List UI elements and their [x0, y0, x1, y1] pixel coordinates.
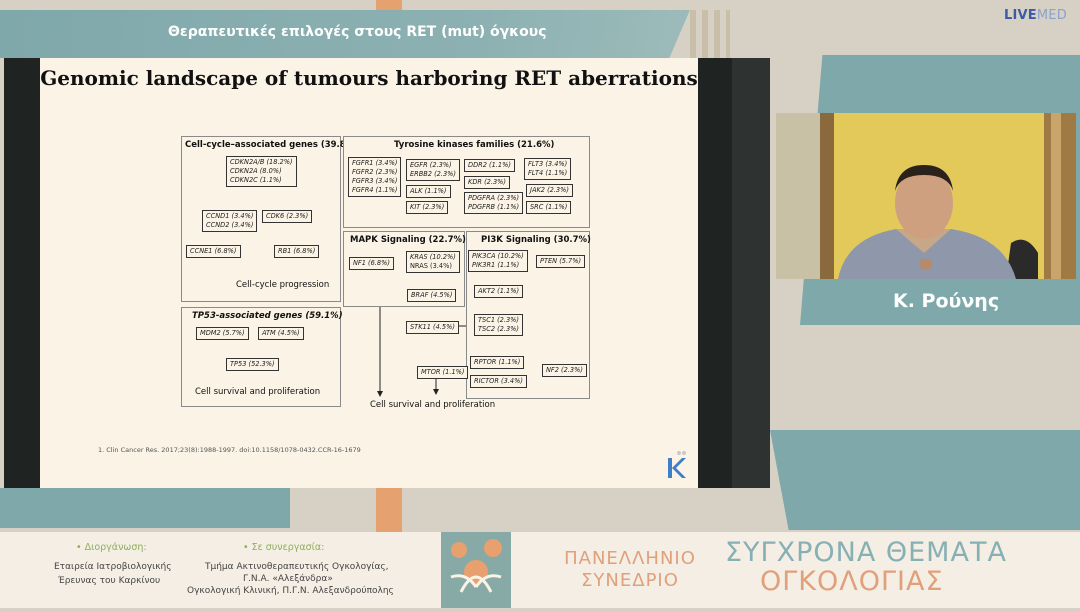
gene-fgfr1: FGFR1 (3.4%): [352, 159, 398, 167]
congress-label-left: ΠΑΝΕΛΛΗΝΙΟ ΣΥΝΕΔΡΙΟ: [560, 548, 700, 592]
collaboration-line-2: Γ.Ν.Α. «Αλεξάνδρα»: [243, 574, 333, 584]
congress-left-line-2: ΣΥΝΕΔΡΙΟ: [581, 570, 679, 591]
slide-title: Genomic landscape of tumours harboring R…: [40, 66, 698, 90]
livemed-logo: LIVEMED: [1004, 8, 1067, 23]
gene-nras: NRAS (3.4%): [410, 262, 452, 270]
cell-cycle-outcome: Cell-cycle progression: [236, 280, 330, 290]
gene-fgfr2: FGFR2 (2.3%): [352, 168, 398, 176]
speaker-name: Κ. Ρούνης: [893, 290, 1000, 312]
gene-nf1: NF1 (6.8%): [349, 257, 394, 270]
decorative-teal-block-bottom: [770, 430, 1080, 530]
collaboration-heading: • Σε συνεργασία:: [243, 542, 325, 553]
pik3-gene-box: PIK3CA (10.2%) PIK3R1 (1.1%): [468, 250, 528, 272]
logo-live: LIVE: [1004, 8, 1037, 23]
gene-flt4: FLT4 (1.1%): [528, 169, 568, 177]
gene-cdkn2ab: CDKN2A/B (18.2%): [230, 158, 293, 166]
gene-mdm2: MDM2 (5.7%): [196, 327, 249, 340]
gene-tp53: TP53 (52.3%): [226, 358, 279, 371]
gene-rictor: RICTOR (3.4%): [470, 375, 527, 388]
gene-kdr: KDR (2.3%): [464, 176, 510, 189]
k-logo-icon: [668, 451, 686, 478]
gene-akt2: AKT2 (1.1%): [474, 285, 524, 298]
gene-cdk6: CDK6 (2.3%): [262, 210, 313, 223]
header-band: [0, 10, 690, 58]
decorative-teal-band-bottom: [0, 488, 290, 528]
gene-ccnd1: CCND1 (3.4%): [206, 212, 254, 220]
tp53-title: TP53-associated genes (59.1%): [192, 311, 343, 321]
fgfr-gene-box: FGFR1 (3.4%) FGFR2 (2.3%) FGFR3 (3.4%) F…: [348, 157, 402, 197]
gene-atm: ATM (4.5%): [258, 327, 304, 340]
slide-border-left: [4, 58, 40, 488]
ras-gene-box: KRAS (10.2%) NRAS (3.4%): [406, 251, 460, 273]
gene-rptor: RPTOR (1.1%): [470, 356, 525, 369]
cell-cycle-title: Cell-cycle–associated genes (39.8%): [185, 140, 359, 150]
gene-stk11: STK11 (4.5%): [406, 321, 459, 334]
gene-fgfr4: FGFR4 (1.1%): [352, 186, 398, 194]
organizer-line-2: Έρευνας του Καρκίνου: [58, 576, 161, 586]
gene-braf: BRAF (4.5%): [407, 289, 457, 302]
gene-kras: KRAS (10.2%): [410, 253, 456, 261]
egfr-gene-box: EGFR (2.3%) ERBB2 (2.3%): [406, 159, 460, 181]
tp53-section: [181, 307, 341, 407]
presentation-slide: Genomic landscape of tumours harboring R…: [40, 58, 698, 488]
gene-jak2: JAK2 (2.3%): [526, 184, 573, 197]
congress-left-line-1: ΠΑΝΕΛΛΗΝΙΟ: [564, 548, 696, 569]
gene-egfr: EGFR (2.3%): [410, 161, 452, 169]
footer-banner: [0, 532, 1080, 608]
tyrosine-kinase-title: Tyrosine kinases families (21.6%): [394, 140, 555, 150]
congress-title-line-1: ΣΥΓΧΡΟΝΑ ΘΕΜΑΤΑ: [725, 537, 1007, 568]
bottom-outcome: Cell survival and proliferation: [370, 400, 496, 410]
gene-tsc1: TSC1 (2.3%): [478, 316, 520, 324]
gene-pik3ca: PIK3CA (10.2%): [472, 252, 524, 260]
gene-pdgfrb: PDGFRB (1.1%): [468, 203, 520, 211]
gene-alk: ALK (1.1%): [406, 185, 451, 198]
gene-pten: PTEN (5.7%): [536, 255, 586, 268]
gene-tsc2: TSC2 (2.3%): [478, 325, 520, 333]
organizer-heading: • Διοργάνωση:: [76, 542, 147, 553]
decorative-orange-strip-bottom: [376, 488, 402, 532]
mapk-title: MAPK Signaling (22.7%): [350, 235, 466, 245]
gene-nf2: NF2 (2.3%): [542, 364, 587, 377]
flower-logo-icon: [441, 532, 511, 608]
flt-gene-box: FLT3 (3.4%) FLT4 (1.1%): [524, 158, 572, 180]
gene-cdkn2c: CDKN2C (1.1%): [230, 176, 282, 184]
speaker-video-frame: [776, 113, 1076, 279]
decorative-stripes: [690, 10, 730, 58]
tsc-gene-box: TSC1 (2.3%) TSC2 (2.3%): [474, 314, 524, 336]
pdgfr-gene-box: PDGFRA (2.3%) PDGFRB (1.1%): [464, 192, 524, 214]
gene-kit: KIT (2.3%): [406, 201, 449, 214]
logo-med: MED: [1036, 8, 1067, 23]
gene-pik3r1: PIK3R1 (1.1%): [472, 261, 520, 269]
slide-border-right: [698, 58, 732, 488]
pi3k-title: PI3K Signaling (30.7%): [481, 235, 591, 245]
gene-pdgfra: PDGFRA (2.3%): [468, 194, 520, 202]
gene-ccnd2: CCND2 (3.4%): [206, 221, 254, 229]
cdkn-gene-box: CDKN2A/B (18.2%) CDKN2A (8.0%) CDKN2C (1…: [226, 156, 297, 187]
gene-flt3: FLT3 (3.4%): [528, 160, 568, 168]
tp53-outcome: Cell survival and proliferation: [195, 387, 321, 397]
decorative-orange-strip: [376, 0, 402, 10]
gene-ccne1: CCNE1 (6.8%): [186, 245, 241, 258]
gene-src: SRC (1.1%): [526, 201, 572, 214]
gene-fgfr3: FGFR3 (3.4%): [352, 177, 398, 185]
speaker-webcam: [776, 113, 1076, 279]
gene-rb1: RB1 (6.8%): [274, 245, 320, 258]
collaboration-line-1: Τμήμα Ακτινοθεραπευτικής Ογκολογίας,: [205, 562, 389, 572]
organizer-line-1: Εταιρεία Ιατροβιολογικής: [54, 562, 172, 572]
session-title: Θεραπευτικές επιλογές στους RET (mut) όγ…: [168, 24, 547, 40]
collaboration-line-3: Ογκολογική Κλινική, Π.Γ.Ν. Αλεξανδρούπολ…: [187, 586, 394, 596]
slide-citation: 1. Clin Cancer Res. 2017;23(8):1988-1997…: [98, 446, 361, 454]
gene-ddr2: DDR2 (1.1%): [464, 159, 515, 172]
congress-title-line-2: ΟΓΚΟΛΟΓΙΑΣ: [760, 566, 944, 597]
ccnd-gene-box: CCND1 (3.4%) CCND2 (3.4%): [202, 210, 258, 232]
congress-logo: [441, 532, 511, 608]
gene-mtor: MTOR (1.1%): [417, 366, 469, 379]
gene-cdkn2a: CDKN2A (8.0%): [230, 167, 282, 175]
gene-erbb2: ERBB2 (2.3%): [410, 170, 456, 178]
